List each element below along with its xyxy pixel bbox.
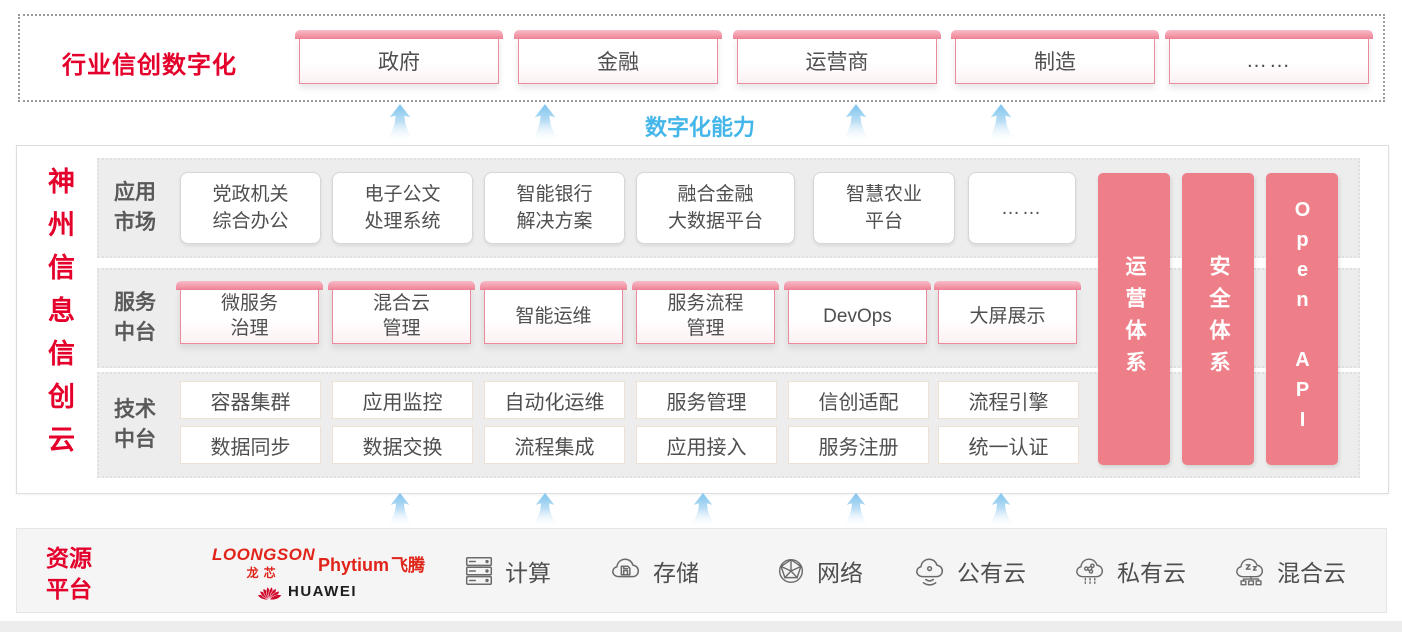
resource-item-private-cloud: 私有云 [1074, 550, 1186, 592]
service-box: DevOps [784, 281, 931, 344]
resource-platform-panel [16, 528, 1387, 613]
resource-item-label: 私有云 [1117, 560, 1186, 586]
up-arrow-icon [385, 104, 415, 142]
app-box-more: …… [968, 172, 1076, 244]
pillar-operation-system: 运营体系 [1098, 173, 1170, 465]
public-cloud-icon [916, 558, 944, 586]
up-arrow-icon [386, 493, 414, 527]
app-box: 党政机关 综合办公 [180, 172, 321, 244]
tech-box: 应用接入 [636, 426, 777, 464]
service-box: 服务流程 管理 [632, 281, 779, 344]
resource-item-label: 网络 [817, 560, 863, 586]
resource-item-label: 存储 [653, 560, 699, 586]
storage-cloud-icon [612, 558, 640, 578]
service-box: 智能运维 [480, 281, 627, 344]
app-box: 电子公文 处理系统 [332, 172, 473, 244]
industry-box-more: …… [1165, 30, 1373, 84]
up-arrow-icon [689, 493, 717, 527]
tech-box: 统一认证 [938, 426, 1079, 464]
app-box: 融合金融 大数据平台 [636, 172, 795, 244]
industry-box-finance: 金融 [514, 30, 722, 84]
loongson-logo-text: LOONGSON [212, 545, 316, 564]
resource-item-compute: 计算 [462, 550, 551, 592]
tech-box: 流程集成 [484, 426, 625, 464]
resource-item-label: 计算 [505, 560, 551, 586]
pillar-security-system: 安全体系 [1182, 173, 1254, 465]
up-arrow-icon [987, 493, 1015, 527]
industry-box-government: 政府 [295, 30, 503, 84]
platform-title: 神州信息信创云 [44, 167, 74, 468]
tech-box: 自动化运维 [484, 381, 625, 419]
resource-item-label: 公有云 [957, 560, 1026, 586]
tech-box: 服务注册 [788, 426, 929, 464]
industry-box-operator: 运营商 [733, 30, 941, 84]
resource-item-network: 网络 [774, 550, 863, 592]
tech-box: 服务管理 [636, 381, 777, 419]
huawei-flower-icon [258, 586, 282, 601]
service-box: 混合云 管理 [328, 281, 475, 344]
huawei-logo: HUAWEI [258, 580, 357, 602]
loongson-logo: LOONGSON 龙芯 [212, 545, 315, 581]
service-platform-label: 服务 中台 [114, 291, 156, 344]
tech-box: 数据同步 [180, 426, 321, 464]
phytium-logo-cn: 飞腾 [391, 556, 426, 575]
phytium-logo-text: Phytium [318, 555, 390, 575]
industry-box-manufacturing: 制造 [951, 30, 1159, 84]
server-icon [465, 557, 493, 585]
huawei-logo-text: HUAWEI [288, 582, 357, 600]
app-box: 智慧农业 平台 [813, 172, 955, 244]
resource-platform-label: 资源 平台 [46, 545, 92, 602]
app-market-label: 应用 市场 [114, 181, 156, 234]
service-box: 大屏展示 [934, 281, 1081, 344]
loongson-logo-cn: 龙芯 [246, 566, 281, 580]
tech-box: 信创适配 [788, 381, 929, 419]
app-box: 智能银行 解决方案 [484, 172, 625, 244]
industry-digitalization-title: 行业信创数字化 [62, 52, 237, 79]
tech-box: 流程引擎 [938, 381, 1079, 419]
up-arrow-icon [986, 104, 1016, 142]
tech-box: 容器集群 [180, 381, 321, 419]
resource-item-public-cloud: 公有云 [914, 550, 1026, 592]
resource-item-storage: 存储 [610, 550, 699, 592]
up-arrow-icon [531, 493, 559, 527]
digital-capability-label: 数字化能力 [644, 115, 755, 140]
pillar-open-api: Open API [1266, 173, 1338, 465]
tech-platform-label: 技术 中台 [114, 398, 156, 451]
private-cloud-icon [1076, 558, 1104, 584]
service-box: 微服务 治理 [176, 281, 323, 344]
up-arrow-icon [530, 104, 560, 142]
resource-item-hybrid-cloud: 混合云 [1234, 550, 1346, 592]
hybrid-cloud-icon [1236, 558, 1264, 586]
resource-item-label: 混合云 [1277, 560, 1346, 586]
up-arrow-icon [841, 104, 871, 142]
up-arrow-icon [842, 493, 870, 527]
tech-box: 数据交换 [332, 426, 473, 464]
bottom-divider-strip [0, 621, 1402, 632]
phytium-logo: Phytium 飞腾 [318, 551, 425, 576]
network-globe-icon [778, 558, 804, 584]
tech-box: 应用监控 [332, 381, 473, 419]
